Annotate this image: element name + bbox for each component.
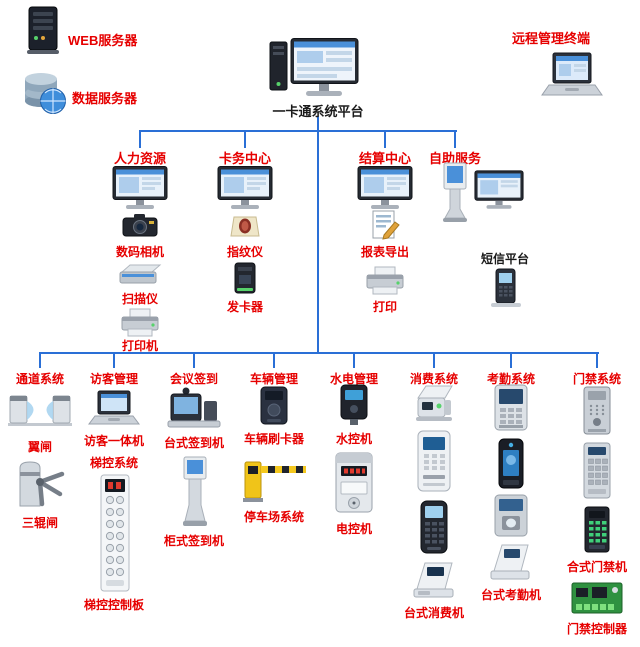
subsystem-meeting-title: 会议签到 <box>169 372 219 386</box>
printer-label: 打印机 <box>121 339 159 353</box>
connector <box>384 130 386 148</box>
dept-settlement-title: 结算中心 <box>358 151 412 166</box>
metal-card-reader-icon <box>577 386 617 436</box>
report-export-icon <box>370 210 400 242</box>
desktop-consumption-label: 台式消费机 <box>403 606 465 620</box>
connector <box>317 116 319 132</box>
dept-selfservice-title: 自助服务 <box>428 151 482 166</box>
desktop-signin-label: 台式签到机 <box>163 436 225 450</box>
wall-card-machine-icon <box>414 430 454 494</box>
fingerprint-attendance-icon <box>491 494 531 538</box>
attendance-terminal-icon <box>489 384 533 432</box>
fingerprint-reader-label: 指纹仪 <box>226 245 264 259</box>
face-recognition-terminal-icon <box>493 438 529 490</box>
wing-gate-label: 翼闸 <box>27 440 53 454</box>
barrier-gate-icon <box>242 456 306 504</box>
dept-hr-title: 人力资源 <box>113 151 167 166</box>
elevator-system-label: 梯控系统 <box>89 456 139 470</box>
connector <box>596 352 598 368</box>
keypad-access-machine-icon <box>580 506 614 554</box>
platform-title: 一卡通系统平台 <box>272 104 364 119</box>
vehicle-card-reader-icon <box>254 386 294 426</box>
connector <box>139 130 141 148</box>
settlement-workstation-icon <box>357 166 413 210</box>
dept-card-title: 卡务中心 <box>218 151 272 166</box>
elevator-board-label: 梯控控制板 <box>83 598 145 612</box>
hr-workstation-icon <box>112 166 168 210</box>
connector <box>193 352 195 368</box>
scanner-label: 扫描仪 <box>121 292 159 306</box>
wing-gate-icon <box>8 390 72 428</box>
connector <box>39 352 599 354</box>
selfservice-monitor-icon <box>474 170 524 210</box>
remote-terminal-laptop-icon <box>540 52 604 100</box>
water-controller-icon <box>336 384 372 426</box>
report-export-label: 报表导出 <box>360 245 410 259</box>
subsystem-access-title: 门禁系统 <box>572 372 622 386</box>
connector <box>39 352 41 368</box>
tripod-turnstile-icon <box>12 460 68 510</box>
printer-icon <box>120 308 160 338</box>
camera-label: 数码相机 <box>115 245 165 259</box>
access-controller-board-icon <box>571 580 623 616</box>
tripod-turnstile-label: 三辊闸 <box>21 516 59 530</box>
water-controller-label: 水控机 <box>335 432 373 446</box>
elevator-control-panel-icon <box>100 474 130 592</box>
card-issuer-label: 发卡器 <box>226 300 264 314</box>
settlement-print-label: 打印 <box>372 300 398 314</box>
subsystem-utility-title: 水电管理 <box>329 372 379 386</box>
vehicle-reader-label: 车辆刷卡器 <box>243 432 305 446</box>
card-workstation-icon <box>217 166 273 210</box>
electric-controller-label: 电控机 <box>335 522 373 536</box>
subsystem-vehicle-title: 车辆管理 <box>249 372 299 386</box>
desktop-consumption-machine-icon <box>410 560 458 600</box>
subsystem-channel-title: 通道系统 <box>15 372 65 386</box>
desktop-attendance-machine-icon <box>488 542 534 582</box>
web-server-icon <box>22 6 64 56</box>
web-server-label: WEB服务器 <box>68 33 138 48</box>
keypad-access-label: 合式门禁机 <box>566 560 628 574</box>
connector <box>353 352 355 368</box>
subsystem-visitor-title: 访客管理 <box>89 372 139 386</box>
data-server-icon <box>22 70 68 116</box>
selfservice-kiosk-icon <box>440 162 470 224</box>
connector <box>139 130 457 132</box>
connector <box>510 352 512 368</box>
connector <box>433 352 435 368</box>
subsystem-attendance-title: 考勤系统 <box>486 372 536 386</box>
camera-icon <box>122 212 158 238</box>
desktop-signin-terminal-icon <box>166 386 222 430</box>
handheld-pos-icon <box>417 500 451 556</box>
cabinet-signin-label: 柜式签到机 <box>163 534 225 548</box>
connector <box>273 352 275 368</box>
scanner-icon <box>118 262 162 286</box>
silver-keypad-reader-icon <box>579 442 615 500</box>
remote-terminal-label: 远程管理终端 <box>512 31 591 46</box>
connector <box>454 130 456 148</box>
connector <box>317 130 319 353</box>
visitor-terminal-icon <box>88 390 140 428</box>
access-controller-label: 门禁控制器 <box>566 622 628 636</box>
sms-phone-icon <box>485 268 525 308</box>
sms-platform-label: 短信平台 <box>480 252 530 266</box>
subsystem-consume-title: 消费系统 <box>409 372 459 386</box>
settlement-printer-icon <box>365 266 405 296</box>
cabinet-signin-kiosk-icon <box>178 456 212 528</box>
platform-computer-icon <box>268 38 360 104</box>
connector <box>244 130 246 148</box>
visitor-terminal-label: 访客一体机 <box>83 434 145 448</box>
connector <box>113 352 115 368</box>
card-issuer-icon <box>232 262 258 296</box>
electric-meter-icon <box>332 452 376 516</box>
pos-printer-machine-icon <box>412 384 456 424</box>
fingerprint-reader-icon <box>229 214 261 240</box>
parking-system-label: 停车场系统 <box>243 510 305 524</box>
data-server-label: 数据服务器 <box>72 91 138 106</box>
desktop-attendance-label: 台式考勤机 <box>480 588 542 602</box>
